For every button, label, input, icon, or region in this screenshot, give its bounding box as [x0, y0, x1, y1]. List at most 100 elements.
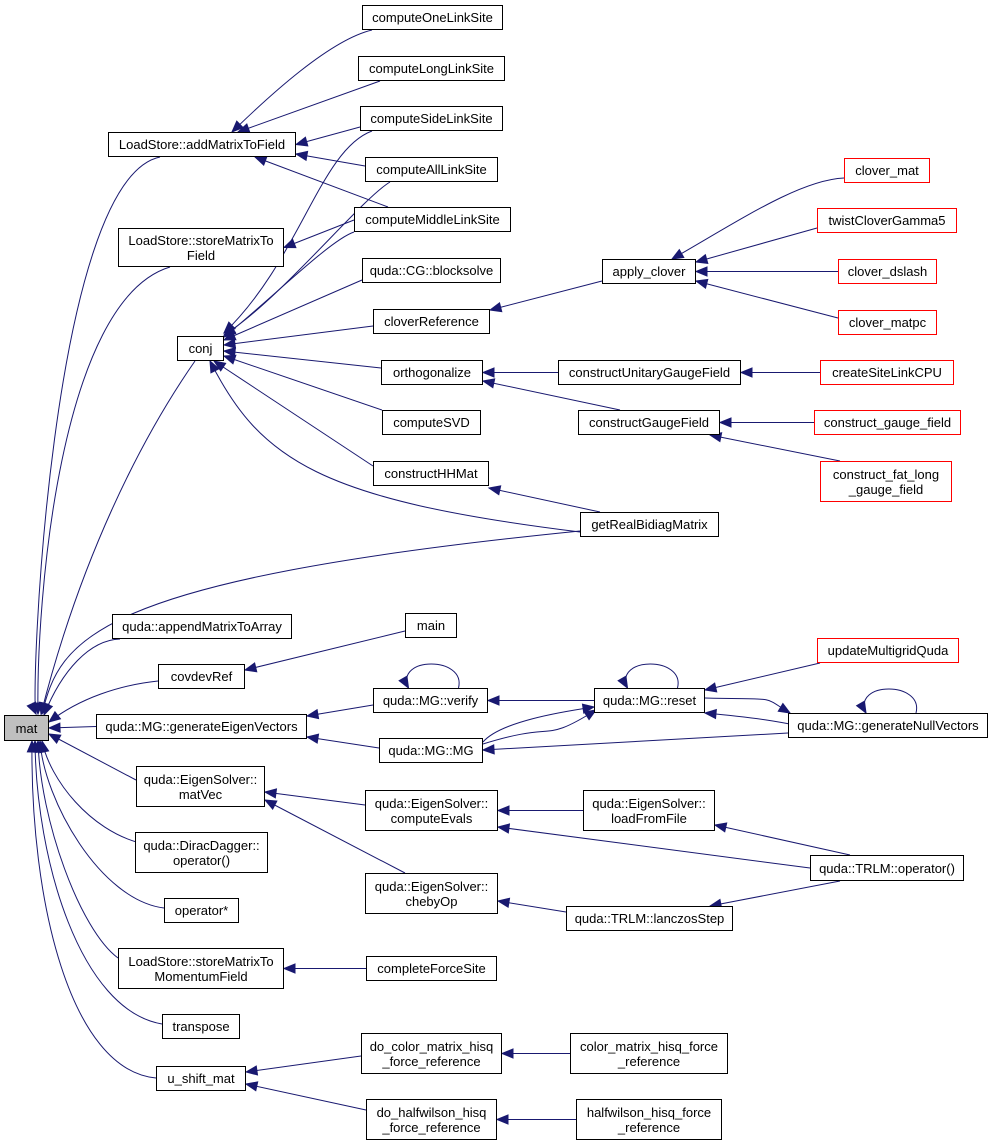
edge-arrowhead	[244, 1065, 259, 1076]
edge-constructHHMat-calls-conj	[213, 360, 374, 467]
edge-arrowhead	[244, 1081, 259, 1092]
edge-transpose-calls-mat	[34, 740, 163, 1025]
edge-updateMultigridQuda-calls-mgReset	[704, 662, 821, 691]
node-loadstore-store-matrix-to-field[interactable]: LoadStore::storeMatrixTo Field	[118, 228, 284, 267]
node-loadstore-add-matrix-to-field[interactable]: LoadStore::addMatrixToField	[108, 132, 296, 157]
edge-matVec-calls-mat	[48, 733, 137, 781]
edge-arrowhead	[305, 708, 320, 720]
node-construct-hh-mat[interactable]: constructHHMat	[373, 461, 489, 486]
node-quda-eigensolver-compute-evals[interactable]: quda::EigenSolver:: computeEvals	[365, 790, 498, 831]
node-quda-mg-verify[interactable]: quda::MG::verify	[373, 688, 488, 713]
edge-computeLongLinkSite-calls-addMatrixToField	[237, 80, 381, 133]
node-do-color-matrix-hisq-force-reference[interactable]: do_color_matrix_hisq _force_reference	[361, 1033, 502, 1074]
node-operator-star[interactable]: operator*	[164, 898, 239, 923]
node-conj[interactable]: conj	[177, 336, 224, 361]
node-quda-trlm-operator[interactable]: quda::TRLM::operator()	[810, 855, 964, 881]
edge-arrowhead	[243, 662, 258, 673]
edge-arrowhead	[231, 120, 244, 133]
node-compute-svd[interactable]: computeSVD	[382, 410, 481, 435]
edge-arrowhead	[777, 702, 792, 714]
node-quda-append-matrix-to-array[interactable]: quda::appendMatrixToArray	[112, 614, 292, 639]
edge-arrowhead	[253, 156, 268, 166]
edge-arrowhead	[282, 963, 296, 974]
node-construct-gauge-field-ref[interactable]: construct_gauge_field	[814, 410, 961, 435]
node-construct-fat-long-gauge-field[interactable]: construct_fat_long _gauge_field	[820, 461, 952, 502]
node-main[interactable]: main	[405, 613, 457, 638]
node-quda-eigensolver-matvec[interactable]: quda::EigenSolver:: matVec	[136, 766, 265, 807]
node-get-real-bidiag-matrix[interactable]: getRealBidiagMatrix	[580, 512, 719, 537]
edge-clover_mat-calls-apply_clover	[671, 177, 845, 260]
node-construct-gauge-field[interactable]: constructGaugeField	[578, 410, 720, 435]
node-quda-cg-blocksolve[interactable]: quda::CG::blocksolve	[362, 258, 501, 283]
edge-arrowhead	[694, 253, 709, 264]
edge-mgReset-calls-mgMG	[482, 709, 597, 745]
node-u-shift-mat[interactable]: u_shift_mat	[156, 1066, 246, 1091]
edge-arrowhead	[47, 722, 61, 733]
node-quda-eigensolver-chebyop[interactable]: quda::EigenSolver:: chebyOp	[365, 873, 498, 914]
node-construct-unitary-gauge-field[interactable]: constructUnitaryGaugeField	[558, 360, 741, 385]
edge-arrowhead	[496, 805, 510, 816]
edge-operatorStar-calls-mat	[39, 740, 165, 909]
node-transpose[interactable]: transpose	[162, 1014, 240, 1039]
edge-construct_fat_long_gauge_field-calls-constructGaugeField	[709, 434, 841, 462]
edge-u_shift_mat-calls-mat	[31, 740, 157, 1079]
edge-mgVerify-recursive	[406, 663, 460, 689]
node-quda-trlm-lanczos-step[interactable]: quda::TRLM::lanczosStep	[566, 906, 733, 931]
edge-chebyOp-calls-matVec	[264, 799, 406, 874]
node-clover-reference[interactable]: cloverReference	[373, 309, 490, 334]
edge-arrowhead	[703, 682, 718, 693]
edge-arrowhead	[263, 788, 278, 799]
node-compute-all-link-site[interactable]: computeAllLinkSite	[365, 157, 498, 182]
edge-arrowhead	[47, 733, 62, 745]
edge-do_color_matrix_hisq-calls-u_shift_mat	[245, 1055, 362, 1073]
node-quda-mg-reset[interactable]: quda::MG::reset	[594, 688, 705, 713]
edge-arrowhead	[481, 378, 496, 389]
node-quda-mg-mg[interactable]: quda::MG::MG	[379, 738, 483, 763]
edge-trlmOperator-calls-loadFromFile	[714, 824, 851, 856]
node-update-multigrid-quda[interactable]: updateMultigridQuda	[817, 638, 959, 663]
node-apply-clover[interactable]: apply_clover	[602, 259, 696, 284]
edge-arrowhead	[670, 248, 685, 260]
edge-generateNullVectors-calls-mgMG	[482, 732, 789, 751]
edge-arrowhead	[694, 266, 708, 277]
edge-trlmOperator-calls-computeEvals	[497, 826, 811, 869]
edge-arrowhead	[486, 695, 500, 706]
node-color-matrix-hisq-force-reference[interactable]: color_matrix_hisq_force _reference	[570, 1033, 728, 1074]
node-loadstore-store-matrix-to-momentum-field[interactable]: LoadStore::storeMatrixTo MomentumField	[118, 948, 284, 989]
edge-arrowhead	[855, 700, 867, 715]
edge-apply_clover-calls-cloverReference	[489, 280, 603, 311]
node-clover-dslash[interactable]: clover_dslash	[838, 259, 937, 284]
edge-arrowhead	[212, 360, 227, 372]
node-quda-mg-generate-null-vectors[interactable]: quda::MG::generateNullVectors	[788, 713, 988, 738]
node-quda-eigensolver-load-from-file[interactable]: quda::EigenSolver:: loadFromFile	[583, 790, 715, 831]
node-orthogonalize[interactable]: orthogonalize	[381, 360, 483, 385]
edge-arrowhead	[263, 799, 278, 810]
node-compute-long-link-site[interactable]: computeLongLinkSite	[358, 56, 505, 81]
node-compute-one-link-site[interactable]: computeOneLinkSite	[362, 5, 503, 30]
edge-cloverReference-calls-conj	[223, 325, 374, 346]
edge-arrowhead	[581, 703, 596, 714]
node-quda-mg-generate-eigen-vectors[interactable]: quda::MG::generateEigenVectors	[96, 714, 307, 739]
node-clover-mat[interactable]: clover_mat	[844, 158, 930, 183]
node-clover-matpc[interactable]: clover_matpc	[838, 310, 937, 335]
node-compute-side-link-site[interactable]: computeSideLinkSite	[360, 106, 503, 131]
node-complete-force-site[interactable]: completeForceSite	[366, 956, 497, 981]
edge-arrowhead	[209, 359, 220, 374]
node-create-site-link-cpu[interactable]: createSiteLinkCPU	[820, 360, 954, 385]
edge-computeEvals-calls-matVec	[264, 791, 366, 806]
edge-arrowhead	[43, 702, 54, 717]
edge-computeOneLinkSite-calls-addMatrixToField	[231, 29, 373, 133]
edge-computeSideLinkSite-calls-conj	[223, 130, 373, 334]
edge-arrowhead	[481, 744, 495, 755]
node-twist-clover-gamma5[interactable]: twistCloverGamma5	[817, 208, 957, 233]
node-quda-diracdagger-operator[interactable]: quda::DiracDagger:: operator()	[135, 832, 268, 873]
edge-orthogonalize-calls-conj	[223, 350, 382, 369]
node-covdevref[interactable]: covdevRef	[158, 664, 245, 689]
node-do-halfwilson-hisq-force-reference[interactable]: do_halfwilson_hisq _force_reference	[366, 1099, 497, 1140]
node-compute-middle-link-site[interactable]: computeMiddleLinkSite	[354, 207, 511, 232]
edge-twistCloverGamma5-calls-apply_clover	[695, 227, 818, 263]
edge-getRealBidiagMatrix-calls-constructHHMat	[488, 487, 601, 513]
node-halfwilson-hisq-force-reference[interactable]: halfwilson_hisq_force _reference	[576, 1099, 722, 1140]
edge-arrowhead	[496, 897, 511, 909]
